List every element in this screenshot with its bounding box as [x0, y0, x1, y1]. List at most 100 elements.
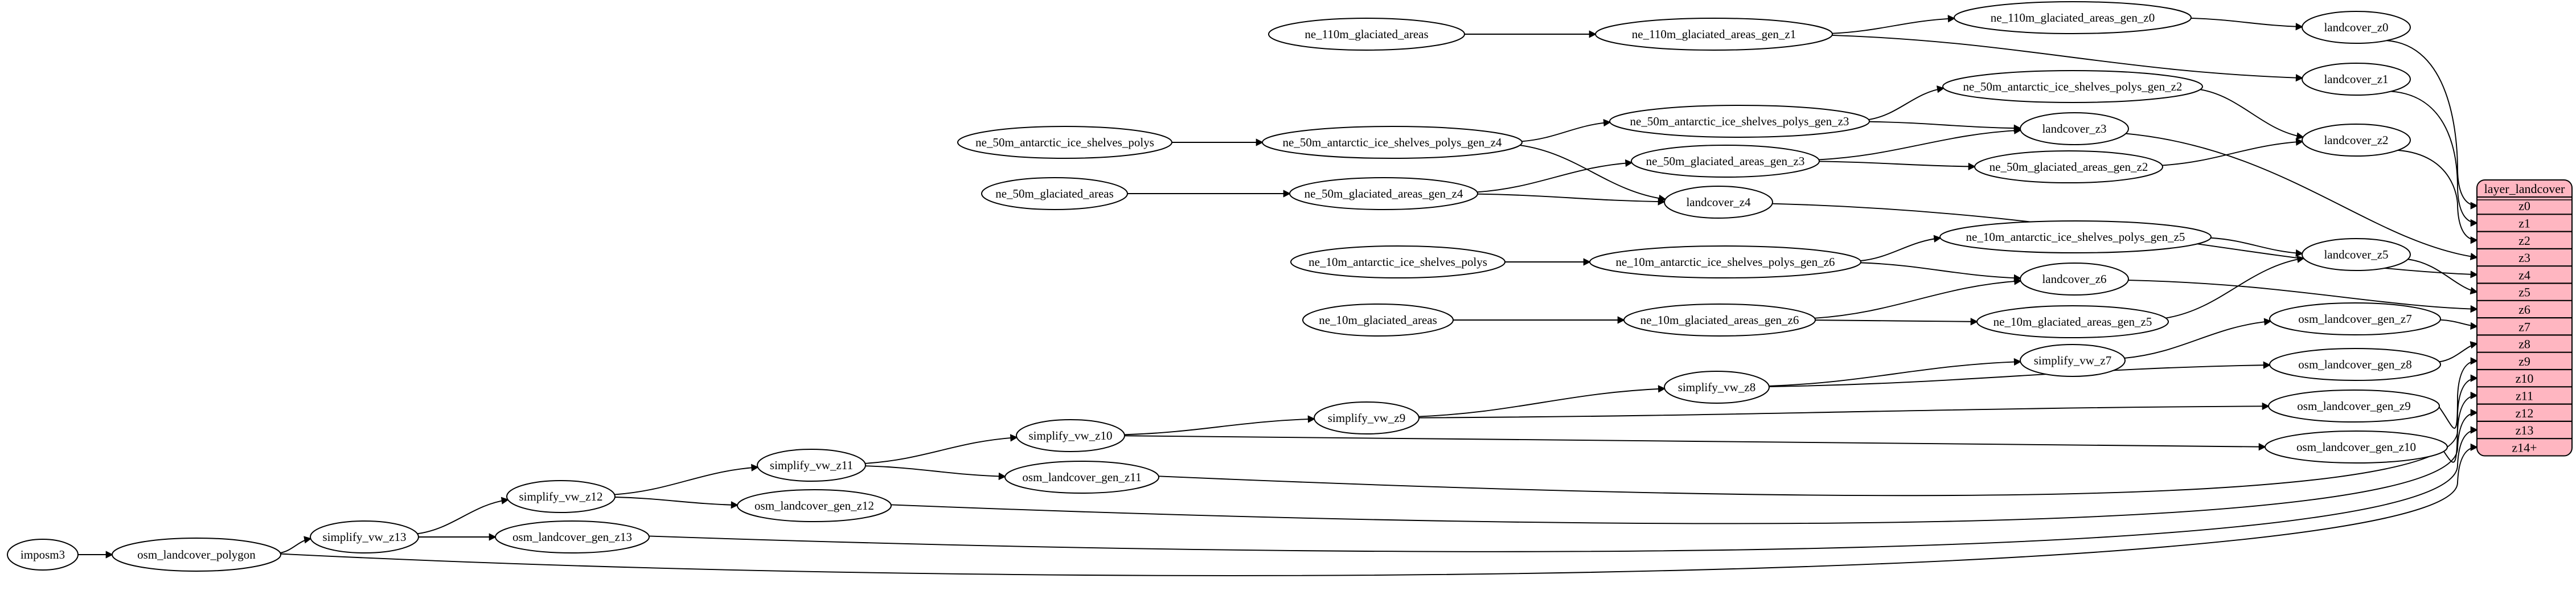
graph-node-ellipse-ne_50m_glaciated_areas: [981, 177, 1128, 210]
edge-simplify_vw_z9-to-simplify_vw_z8: [1418, 385, 1666, 417]
graph-node-label-osm_landcover_gen_z10: osm_landcover_gen_z10: [2296, 440, 2416, 454]
table-layer: layer_landcoverz0z1z2z3z4z5z6z7z8z9z10z1…: [2476, 179, 2573, 457]
edge-ne_10m_glaciated_areas_gen_z5-to-landcover_z5: [2165, 255, 2305, 319]
graph-node-ellipse-landcover_z5: [2302, 238, 2411, 271]
graph-node-ne_50m_antarctic_ice_shelves_polys_gen_z2: ne_50m_antarctic_ice_shelves_polys_gen_z…: [1942, 70, 2203, 103]
graph-node-label-imposm3: imposm3: [20, 548, 65, 561]
graph-node-ne_10m_glaciated_areas_gen_z5: ne_10m_glaciated_areas_gen_z5: [1976, 305, 2169, 338]
edge-osm_landcover_polygon-to-layer-row-z14+: [280, 443, 2478, 576]
edge-osm_landcover_gen_z13-to-layer-row-z13: [649, 426, 2478, 552]
table-row-z8: z8: [2518, 337, 2530, 351]
graph-node-ellipse-landcover_z1: [2302, 63, 2411, 96]
graph-node-ellipse-landcover_z3: [2020, 112, 2129, 145]
graph-node-ellipse-osm_landcover_gen_z11: [1004, 461, 1159, 494]
graph-node-ellipse-ne_50m_glaciated_areas_gen_z3: [1631, 145, 1820, 178]
graph-node-ne_10m_glaciated_areas: ne_10m_glaciated_areas: [1302, 304, 1454, 337]
table-row-z7: z7: [2518, 319, 2530, 334]
graph-node-landcover_z1: landcover_z1: [2302, 63, 2411, 96]
edge-simplify_vw_z13-to-simplify_vw_z12: [417, 497, 509, 535]
graph-node-osm_landcover_gen_z7: osm_landcover_gen_z7: [2269, 302, 2441, 335]
layer-landcover-table: layer_landcoverz0z1z2z3z4z5z6z7z8z9z10z1…: [2476, 179, 2573, 457]
edge-osm_landcover_gen_z9-to-layer-row-z9: [2434, 357, 2478, 429]
graph-node-landcover_z0: landcover_z0: [2302, 11, 2411, 44]
edge-ne_50m_antarctic_ice_shelves_polys_gen_z2-to-landcover_z2: [2200, 89, 2304, 140]
graph-node-label-ne_10m_glaciated_areas: ne_10m_glaciated_areas: [1319, 313, 1437, 327]
edge-osm_landcover_polygon-to-simplify_vw_z13: [280, 536, 312, 553]
graph-node-label-simplify_vw_z10: simplify_vw_z10: [1029, 429, 1113, 442]
graph-node-ellipse-osm_landcover_gen_z12: [737, 489, 892, 522]
graph-node-ellipse-landcover_z4: [1664, 186, 1773, 219]
graph-node-ne_50m_glaciated_areas_gen_z4: ne_50m_glaciated_areas_gen_z4: [1289, 177, 1478, 210]
graph-node-ne_10m_glaciated_areas_gen_z6: ne_10m_glaciated_areas_gen_z6: [1623, 304, 1816, 337]
graph-node-osm_landcover_gen_z13: osm_landcover_gen_z13: [495, 520, 650, 553]
graph-node-ne_110m_glaciated_areas_gen_z1: ne_110m_glaciated_areas_gen_z1: [1595, 18, 1833, 51]
graph-node-label-ne_110m_glaciated_areas: ne_110m_glaciated_areas: [1305, 27, 1428, 41]
graph-node-ellipse-simplify_vw_z11: [757, 449, 866, 482]
graph-node-landcover_z4: landcover_z4: [1664, 186, 1773, 219]
graph-node-landcover_z5: landcover_z5: [2302, 238, 2411, 271]
graph-node-label-ne_50m_glaciated_areas: ne_50m_glaciated_areas: [995, 187, 1114, 200]
edge-landcover_z5-to-layer-row-z5: [2407, 259, 2478, 295]
graph-node-label-simplify_vw_z12: simplify_vw_z12: [519, 490, 603, 503]
graph-node-ne_50m_antarctic_ice_shelves_polys_gen_z3: ne_50m_antarctic_ice_shelves_polys_gen_z…: [1609, 105, 1870, 138]
graph-node-label-osm_landcover_gen_z11: osm_landcover_gen_z11: [1022, 470, 1141, 484]
graph-node-ellipse-ne_110m_glaciated_areas_gen_z1: [1595, 18, 1833, 51]
graph-node-ellipse-osm_landcover_gen_z8: [2269, 348, 2441, 381]
graph-node-ellipse-ne_10m_glaciated_areas_gen_z5: [1976, 305, 2169, 338]
table-row-z11: z11: [2516, 388, 2533, 403]
graph-node-label-ne_110m_glaciated_areas_gen_z1: ne_110m_glaciated_areas_gen_z1: [1632, 27, 1796, 41]
graph-node-label-osm_landcover_gen_z7: osm_landcover_gen_z7: [2298, 312, 2411, 326]
graph-node-landcover_z3: landcover_z3: [2020, 112, 2129, 145]
edge-landcover_z3-to-layer-row-z3: [2126, 133, 2478, 261]
graph-node-osm_landcover_gen_z11: osm_landcover_gen_z11: [1004, 461, 1159, 494]
graph-node-ellipse-simplify_vw_z10: [1016, 419, 1125, 452]
graph-node-ne_10m_antarctic_ice_shelves_polys_gen_z6: ne_10m_antarctic_ice_shelves_polys_gen_z…: [1589, 245, 1861, 278]
graph-node-ellipse-ne_10m_glaciated_areas_gen_z6: [1623, 304, 1816, 337]
graph-node-ellipse-simplify_vw_z13: [310, 520, 419, 553]
edge-ne_50m_glaciated_areas_gen_z4-to-landcover_z4: [1477, 193, 1666, 206]
graph-node-ne_10m_antarctic_ice_shelves_polys: ne_10m_antarctic_ice_shelves_polys: [1290, 245, 1506, 278]
table-row-z5: z5: [2518, 285, 2530, 300]
graph-node-ne_110m_glaciated_areas_gen_z0: ne_110m_glaciated_areas_gen_z0: [1954, 1, 2192, 34]
graph-node-osm_landcover_gen_z9: osm_landcover_gen_z9: [2268, 389, 2440, 423]
graph-node-simplify_vw_z7: simplify_vw_z7: [2020, 344, 2126, 377]
graph-node-simplify_vw_z10: simplify_vw_z10: [1016, 419, 1125, 452]
table-row-z13: z13: [2516, 423, 2534, 437]
graph-node-ellipse-ne_50m_glaciated_areas_gen_z4: [1289, 177, 1478, 210]
graph-node-label-landcover_z5: landcover_z5: [2324, 248, 2388, 261]
graph-node-simplify_vw_z11: simplify_vw_z11: [757, 449, 866, 482]
graph-node-label-simplify_vw_z13: simplify_vw_z13: [323, 530, 407, 544]
table-row-z4: z4: [2518, 268, 2530, 282]
edge-osm_landcover_gen_z8-to-layer-row-z8: [2439, 341, 2478, 363]
graph-node-label-ne_50m_antarctic_ice_shelves_polys: ne_50m_antarctic_ice_shelves_polys: [975, 136, 1154, 149]
edge-landcover_z1-to-layer-row-z1: [2391, 91, 2478, 227]
graph-node-ellipse-osm_landcover_gen_z7: [2269, 302, 2441, 335]
graph-node-simplify_vw_z13: simplify_vw_z13: [310, 520, 419, 553]
edge-ne_50m_glaciated_areas_gen_z3-to-landcover_z3: [1819, 126, 2022, 161]
edge-ne_10m_antarctic_ice_shelves_polys_gen_z5-to-landcover_z5: [2210, 237, 2304, 257]
graph-node-label-ne_50m_glaciated_areas_gen_z2: ne_50m_glaciated_areas_gen_z2: [1990, 160, 2148, 174]
graph-node-imposm3: imposm3: [7, 539, 79, 571]
edge-ne_50m_antarctic_ice_shelves_polys_gen_z4-to-landcover_z4: [1520, 145, 1667, 202]
table-row-z0: z0: [2518, 199, 2530, 213]
graph-node-ellipse-ne_10m_antarctic_ice_shelves_polys_gen_z6: [1589, 245, 1861, 278]
edge-ne_50m_glaciated_areas_gen_z3-to-ne_50m_glaciated_areas_gen_z2: [1819, 161, 1976, 171]
graph-node-landcover_z2: landcover_z2: [2302, 124, 2411, 157]
graph-node-label-landcover_z4: landcover_z4: [1686, 195, 1751, 209]
edge-landcover_z2-to-layer-row-z2: [2398, 149, 2478, 244]
graph-node-ellipse-ne_110m_glaciated_areas: [1268, 18, 1465, 51]
graph-node-ellipse-osm_landcover_gen_z10: [2265, 430, 2448, 464]
edge-simplify_vw_z12-to-osm_landcover_gen_z12: [614, 497, 739, 509]
edge-ne_50m_glaciated_areas_gen_z4-to-ne_50m_glaciated_areas_gen_z3: [1477, 159, 1633, 193]
graph-node-ne_10m_antarctic_ice_shelves_polys_gen_z5: ne_10m_antarctic_ice_shelves_polys_gen_z…: [1939, 220, 2212, 253]
graph-node-label-landcover_z6: landcover_z6: [2042, 272, 2106, 286]
graph-node-label-landcover_z3: landcover_z3: [2042, 122, 2106, 136]
table-row-z14+: z14+: [2512, 440, 2537, 454]
graph-node-ne_50m_antarctic_ice_shelves_polys: ne_50m_antarctic_ice_shelves_polys: [957, 126, 1172, 159]
graph-node-label-ne_10m_antarctic_ice_shelves_polys: ne_10m_antarctic_ice_shelves_polys: [1308, 255, 1487, 269]
graph-node-label-landcover_z0: landcover_z0: [2324, 20, 2388, 34]
graph-node-osm_landcover_gen_z8: osm_landcover_gen_z8: [2269, 348, 2441, 381]
graph-node-ne_50m_glaciated_areas_gen_z2: ne_50m_glaciated_areas_gen_z2: [1974, 150, 2163, 183]
graph-node-label-osm_landcover_gen_z12: osm_landcover_gen_z12: [754, 499, 874, 512]
graph-node-ellipse-ne_10m_antarctic_ice_shelves_polys: [1290, 245, 1506, 278]
